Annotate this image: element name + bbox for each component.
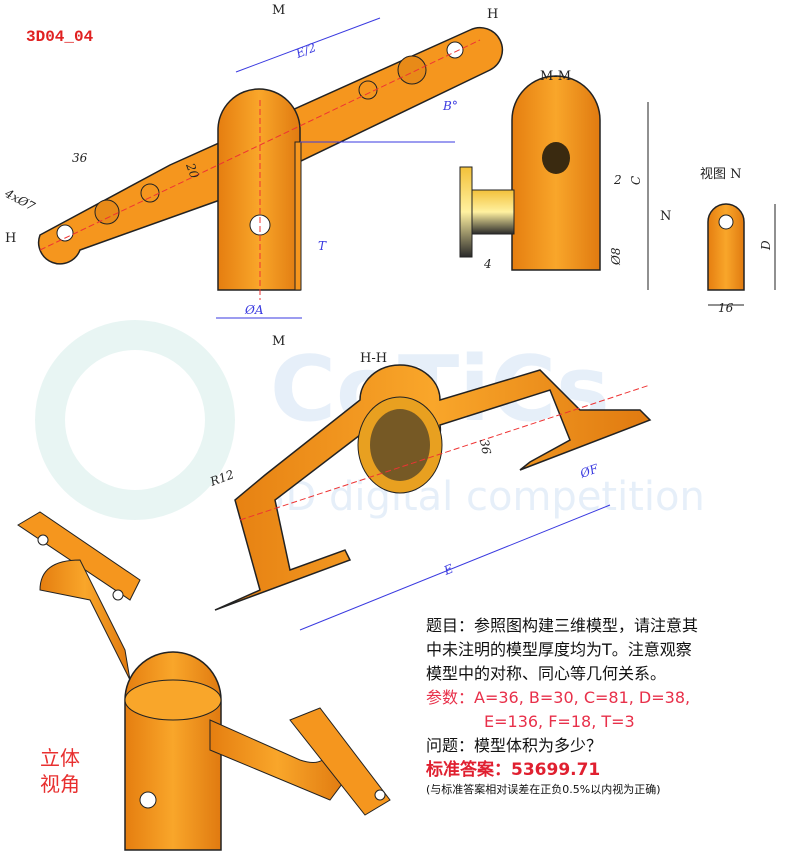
params-values-2: E=136, F=18, T=3	[484, 712, 635, 731]
svg-text:C: C	[629, 176, 643, 185]
section-hh-view: H-H 36 ØF R12 E	[207, 351, 652, 631]
problem-statement: 题目：参照图构建三维模型，请注意其 中未注明的模型厚度均为T。注意观察 模型中的…	[426, 614, 786, 798]
iso-view-label: 立体视角	[40, 746, 80, 796]
answer-value: 53699.71	[511, 760, 601, 780]
svg-text:M: M	[272, 334, 285, 349]
question: 问题：模型体积为多少？	[426, 736, 603, 755]
front-view: M M H H E/2 B° 36 20 4xØ7 T ØA	[2, 3, 504, 349]
svg-text:H-H: H-H	[360, 351, 387, 366]
svg-text:D: D	[759, 240, 773, 251]
svg-text:4: 4	[483, 257, 492, 271]
answer: 标准答案：53699.71	[426, 758, 786, 782]
drawing-id: 3D04_04	[26, 28, 94, 46]
params-line: 参数：A=36, B=30, C=81, D=38,	[426, 686, 786, 710]
svg-text:36: 36	[477, 438, 494, 456]
svg-text:2: 2	[613, 173, 622, 187]
answer-label: 标准答案：	[426, 760, 511, 780]
svg-text:20: 20	[183, 160, 202, 180]
svg-text:16: 16	[718, 301, 734, 315]
view-n: 视图 N D 16	[700, 167, 776, 315]
section-mm-view: M-M 2 C Ø8 4 N	[459, 69, 671, 290]
problem-line: 中未注明的模型厚度均为T。注意观察	[426, 640, 692, 659]
svg-text:N: N	[660, 209, 671, 224]
tolerance-note: (与标准答案相对误差在正负0.5%以内视为正确)	[426, 783, 661, 796]
params-values: A=36, B=30, C=81, D=38,	[474, 688, 691, 707]
svg-text:4xØ7: 4xØ7	[2, 186, 38, 214]
svg-text:E/2: E/2	[293, 40, 318, 61]
svg-text:视图 N: 视图 N	[700, 167, 742, 182]
svg-text:36: 36	[72, 151, 88, 165]
svg-text:ØF: ØF	[577, 461, 600, 481]
svg-text:Ø8: Ø8	[609, 247, 623, 266]
svg-text:ØA: ØA	[244, 303, 264, 317]
problem-line: 题目：参照图构建三维模型，请注意其	[426, 616, 699, 635]
svg-text:H: H	[5, 231, 16, 246]
svg-text:M-M: M-M	[540, 69, 571, 84]
isometric-view	[17, 511, 391, 851]
params-label: 参数：	[426, 688, 475, 707]
svg-text:T: T	[318, 239, 327, 253]
svg-text:E: E	[441, 561, 456, 578]
svg-text:3D digital competition: 3D digital competition	[260, 474, 705, 520]
svg-text:H: H	[487, 7, 498, 22]
svg-text:M: M	[272, 3, 285, 18]
problem-line: 模型中的对称、同心等几何关系。	[426, 664, 667, 683]
svg-text:B°: B°	[442, 99, 458, 113]
